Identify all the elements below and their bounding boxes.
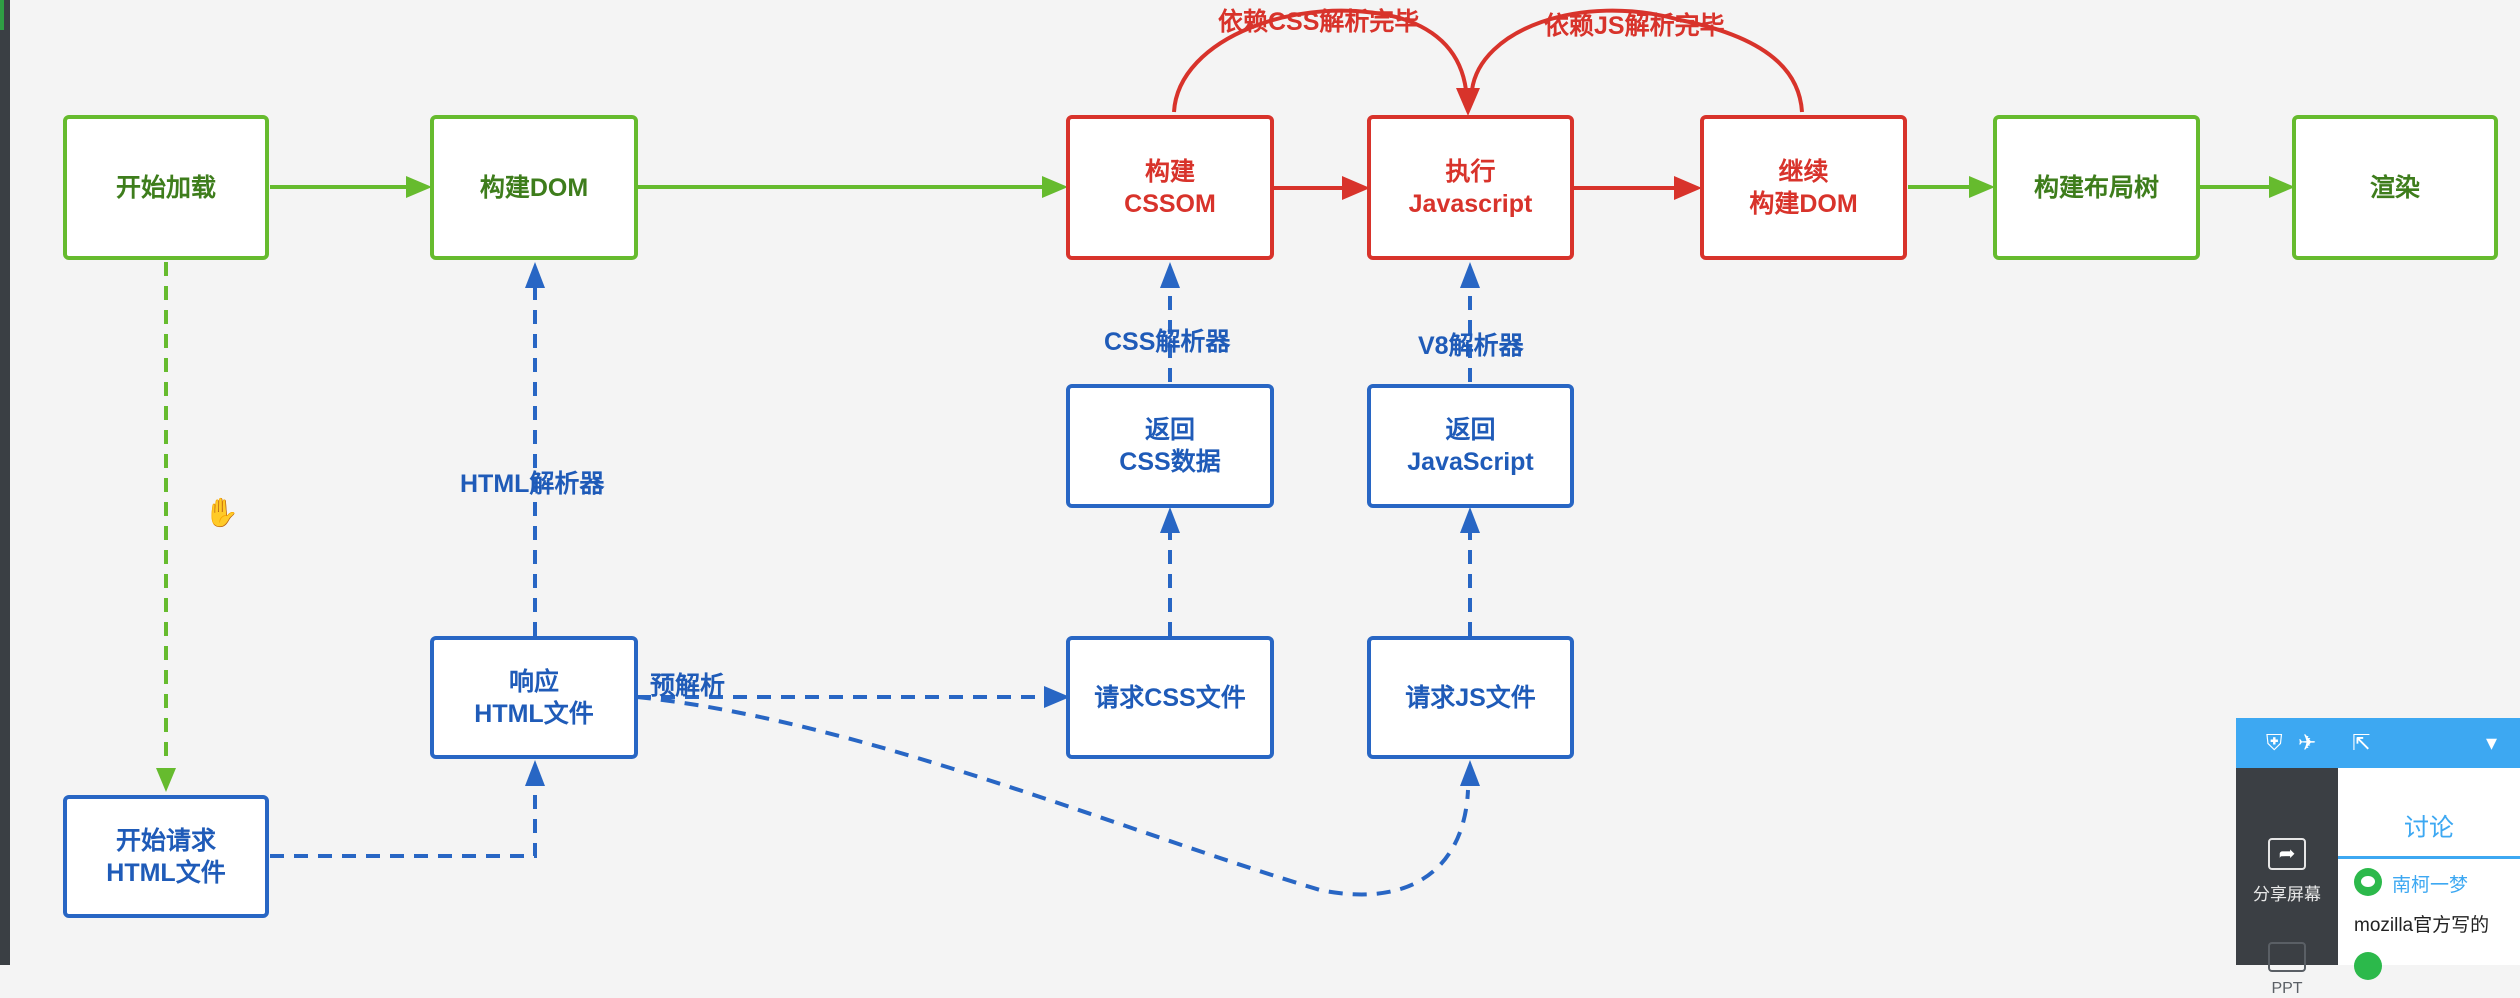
node-start-request-html: 开始请求 HTML文件 — [63, 795, 269, 918]
node-exec-js-line2: Javascript — [1408, 189, 1533, 218]
tab-discussion[interactable]: 讨论 — [2403, 814, 2454, 842]
hand-cursor-icon: ✋ — [204, 497, 239, 528]
node-layout-tree-text: 构建布局树 — [2033, 173, 2159, 202]
node-start-request-line1: 开始请求 — [115, 826, 216, 855]
chat-sidebar: ➦ 分享屏幕 PPT — [2236, 768, 2338, 997]
node-build-dom-text: 构建DOM — [479, 173, 589, 202]
node-build-cssom-line1: 构建 — [1144, 157, 1195, 186]
label-depend-js: 依赖JS解析完毕 — [1544, 12, 1725, 40]
node-build-dom: 构建DOM — [430, 115, 638, 260]
node-request-css-text: 请求CSS文件 — [1094, 683, 1246, 712]
red-flow-arrows — [1172, 8, 1804, 190]
node-start-load-text: 开始加载 — [115, 173, 216, 202]
chat-username: 南柯一梦 — [2392, 875, 2469, 896]
wechat-icon — [2354, 868, 2382, 896]
node-build-cssom-line2: CSSOM — [1124, 189, 1216, 218]
node-return-css-line1: 返回 — [1144, 416, 1195, 444]
node-build-layout-tree: 构建布局树 — [1993, 115, 2200, 260]
window-left-accent — [0, 0, 4, 30]
label-depend-css: 依赖CSS解析完毕 — [1218, 8, 1420, 36]
node-response-html-line2: HTML文件 — [474, 699, 594, 728]
share-screen-icon[interactable]: ➦ — [2268, 838, 2306, 870]
node-execute-javascript: 执行 Javascript — [1367, 115, 1574, 260]
node-start-load: 开始加载 — [63, 115, 269, 260]
node-response-html: 响应 HTML文件 — [430, 636, 638, 759]
share-out-icon[interactable]: ⇱ — [2352, 730, 2371, 755]
node-return-js-line2: JavaScript — [1407, 448, 1534, 476]
tab-discussion-underline — [2338, 856, 2520, 859]
green-dashed-arrowhead — [156, 768, 176, 792]
plane-icon[interactable]: ✈ — [2298, 730, 2317, 755]
label-html-parser: HTML解析器 — [460, 470, 605, 498]
blue-arrowheads — [525, 262, 1480, 786]
node-exec-js-line1: 执行 — [1445, 157, 1496, 186]
node-return-css-line2: CSS数据 — [1119, 448, 1221, 476]
node-return-css: 返回 CSS数据 — [1066, 384, 1274, 508]
window-left-edge — [0, 0, 10, 965]
node-continue-dom-line2: 构建DOM — [1749, 189, 1858, 218]
node-render: 渲染 — [2292, 115, 2498, 260]
share-screen-label[interactable]: 分享屏幕 — [2253, 885, 2321, 904]
node-response-html-line1: 响应 — [508, 667, 559, 696]
dropdown-arrow-icon[interactable]: ▾ — [2486, 730, 2498, 755]
node-return-js-line1: 返回 — [1445, 416, 1496, 444]
ppt-icon[interactable] — [2268, 942, 2306, 972]
shield-icon[interactable]: ⛨ — [2266, 730, 2283, 755]
chat-widget: ⛨ ✈ ⇱ ▾ ➦ 分享屏幕 PPT 讨论 南柯一梦 mozilla官方写的 — [2236, 718, 2520, 997]
label-css-parser: CSS解析器 — [1104, 328, 1231, 356]
red-arrowheads — [1342, 88, 1702, 200]
wechat-icon-2 — [2354, 952, 2382, 980]
blue-dashed-arrows — [270, 285, 1472, 897]
node-request-css: 请求CSS文件 — [1066, 636, 1274, 759]
flow-connectors — [156, 8, 2295, 897]
green-arrowheads — [406, 176, 2295, 198]
node-continue-build-dom: 继续 构建DOM — [1700, 115, 1907, 260]
node-return-javascript: 返回 JavaScript — [1367, 384, 1574, 508]
node-render-text: 渲染 — [2369, 173, 2420, 202]
node-request-js-text: 请求JS文件 — [1405, 683, 1536, 712]
label-preparse: 预解析 — [650, 672, 726, 700]
ppt-label[interactable]: PPT — [2271, 980, 2303, 997]
label-v8-parser: V8解析器 — [1418, 332, 1524, 360]
chat-message: mozilla官方写的 — [2354, 915, 2490, 936]
node-continue-dom-line1: 继续 — [1778, 157, 1829, 186]
chat-toolbar: ⛨ ✈ ⇱ ▾ — [2236, 718, 2520, 768]
node-build-cssom: 构建 CSSOM — [1066, 115, 1274, 260]
node-start-request-line2: HTML文件 — [106, 858, 226, 887]
node-request-js: 请求JS文件 — [1367, 636, 1574, 759]
